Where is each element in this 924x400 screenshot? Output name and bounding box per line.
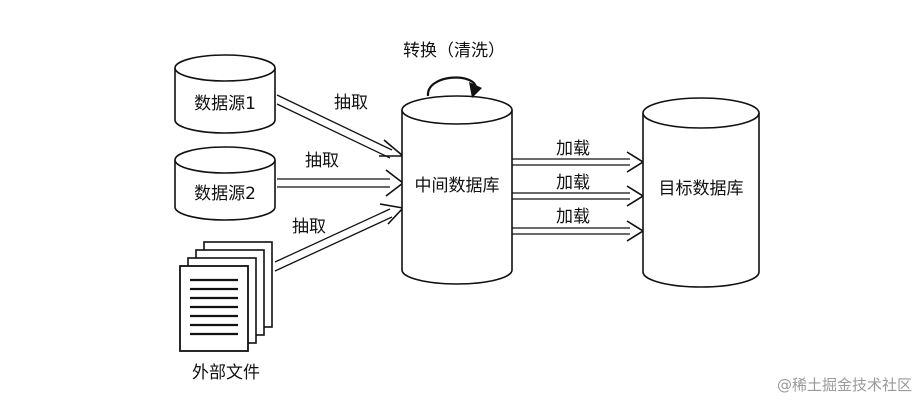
external-files-icon: [179, 241, 273, 352]
load-label-2: 加载: [556, 173, 590, 193]
extract-label-3: 抽取: [292, 217, 326, 237]
files-label: 外部文件: [192, 363, 260, 383]
target-db-cylinder: 目标数据库: [642, 97, 760, 288]
source2-disk: 数据源2: [174, 146, 276, 221]
watermark-text: @稀土掘金技术社区: [777, 376, 912, 394]
middle-db-label: 中间数据库: [415, 176, 500, 196]
transform-label: 转换（清洗）: [403, 41, 505, 61]
source1-label: 数据源1: [194, 94, 256, 114]
load-label-1: 加载: [556, 139, 590, 159]
extract-arrow-3: [274, 203, 405, 272]
extract-label-2: 抽取: [305, 151, 339, 171]
source2-label: 数据源2: [194, 184, 256, 204]
extract-label-1: 抽取: [334, 93, 368, 113]
middle-db-cylinder: 中间数据库: [401, 95, 513, 285]
target-db-label: 目标数据库: [659, 179, 744, 199]
source1-disk: 数据源1: [174, 54, 276, 134]
load-label-3: 加载: [556, 207, 590, 227]
transform-loop-icon: [426, 76, 482, 98]
extract-arrow-2: [277, 169, 405, 197]
